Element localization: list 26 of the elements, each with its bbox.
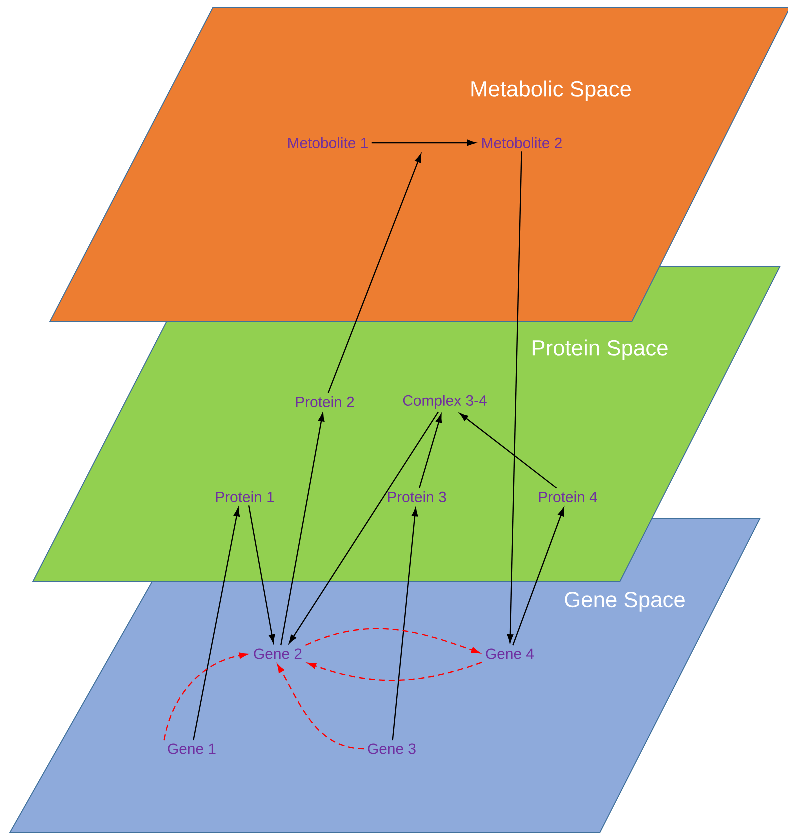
dashed-arrow (164, 652, 248, 741)
dashed-arrow (277, 664, 364, 750)
arrow (392, 508, 418, 741)
arrow (193, 508, 240, 741)
node-label: Gene 2 (254, 648, 302, 660)
arrow (289, 412, 439, 644)
node-label: Protein 2 (296, 396, 354, 408)
node-label: Gene 3 (368, 744, 416, 754)
node-label: Metobolite 2 (482, 138, 562, 148)
node-label: Complex 3-4 (403, 395, 487, 409)
dashed-arrow (308, 662, 482, 682)
arrow (280, 412, 325, 646)
arrow (418, 414, 442, 488)
dashed-arrow (305, 628, 480, 654)
arrow (512, 508, 564, 646)
arrow (328, 154, 422, 394)
node-label: Gene 4 (486, 648, 534, 660)
arrow (248, 506, 276, 644)
node-label: Protein 1 (216, 492, 274, 502)
arrow (507, 152, 522, 644)
node-label: Gene 1 (168, 744, 216, 754)
node-label: Metobolite 1 (288, 138, 368, 148)
arrow (460, 413, 558, 489)
arrow (372, 140, 476, 146)
node-label: Protein 4 (539, 492, 598, 502)
node-label: Protein 3 (388, 492, 446, 502)
